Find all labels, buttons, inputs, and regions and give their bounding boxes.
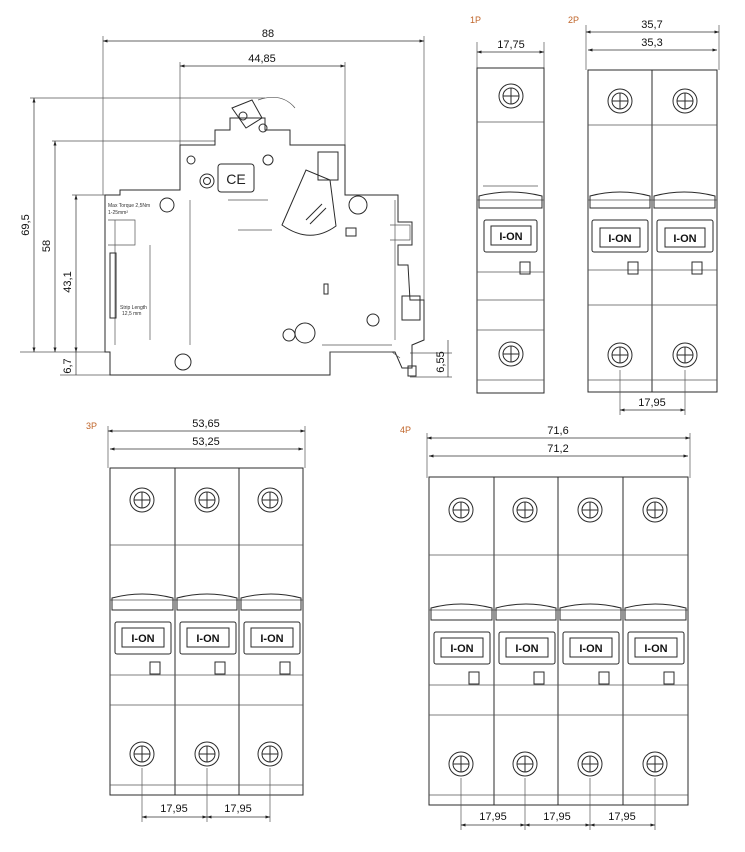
- view-label-4p: 4P: [400, 425, 411, 435]
- front-view-3p: 3P 53,65 53,25 I-ON I-ON I-ON: [86, 418, 306, 822]
- 3p-handle-text-2: I-ON: [196, 633, 219, 645]
- 4p-handle-text-2: I-ON: [515, 643, 538, 655]
- dim-4p-pitch-3: 17,95: [608, 811, 636, 823]
- terminal-hole: [294, 322, 316, 344]
- dim-4p-pitch-2: 17,95: [543, 811, 571, 823]
- 4p-handle-text-4: I-ON: [644, 643, 667, 655]
- section-note: 1-25mm²: [108, 210, 128, 216]
- torque-note: Max Torque 2,5Nm: [108, 203, 150, 209]
- 3p-handle-text-3: I-ON: [260, 633, 283, 645]
- strip-length-note: Strip Length: [120, 305, 147, 311]
- front-view-2p: 2P 35,7 35,3 I-ON I-ON 17,95: [568, 15, 720, 415]
- strip-length-value: 12,5 mm: [122, 311, 141, 317]
- top-latch: [231, 99, 263, 129]
- dim-4p-inner: 71,2: [547, 443, 568, 455]
- dim-695-text: 69,5: [20, 214, 32, 235]
- 4p-handle-text-3: I-ON: [579, 643, 602, 655]
- 3p-handle-text-1: I-ON: [131, 633, 154, 645]
- front-view-1p: 1P 17,75 I-ON: [470, 15, 545, 394]
- dim-58-text: 58: [41, 240, 53, 252]
- view-label-2p: 2P: [568, 15, 579, 25]
- dim-3p-pitch-2: 17,95: [224, 803, 252, 815]
- dim-3p-inner: 53,25: [192, 436, 220, 448]
- dim-2p-inner: 35,3: [641, 37, 662, 49]
- view-label-3p: 3P: [86, 421, 97, 431]
- 2p-handle-text-2: I-ON: [673, 233, 696, 245]
- dim-431-text: 43,1: [62, 271, 74, 292]
- side-slot: [109, 252, 117, 319]
- 4p-handle-text-1: I-ON: [450, 643, 473, 655]
- 1p-handle-window: [490, 225, 532, 246]
- rivet: [199, 173, 215, 189]
- ce-mark-box: [217, 163, 255, 193]
- dim-4p-outer: 71,6: [547, 425, 568, 437]
- dim-3p-outer: 53,65: [192, 418, 220, 430]
- terminal-screw-icon: [498, 341, 524, 367]
- side-view: 88 44,85 69,5 58 43,1 6,7 6,55 CE: [20, 28, 452, 378]
- dim-655-text: 6,55: [435, 351, 447, 372]
- dim-2p-pitch: 17,95: [638, 397, 666, 409]
- terminal-screw-icon: [498, 83, 524, 109]
- indicator-window: [317, 151, 339, 181]
- dim-3p-pitch-1: 17,95: [160, 803, 188, 815]
- 2p-handle-text-1: I-ON: [608, 233, 631, 245]
- dim-4485-text: 44,85: [248, 53, 276, 65]
- toggle-lever: [281, 169, 337, 236]
- view-label-1p: 1P: [470, 15, 481, 25]
- dim-2p-outer: 35,7: [641, 19, 662, 31]
- 1p-handle-text: I-ON: [499, 231, 522, 243]
- dim-1p-width: 17,75: [497, 39, 525, 51]
- dim-67-text: 6,7: [62, 358, 74, 373]
- dim-88-text: 88: [262, 28, 274, 40]
- dim-4p-pitch-1: 17,95: [479, 811, 507, 823]
- ce-mark: CE: [226, 171, 245, 187]
- front-view-4p: 4P 71,6 71,2 I-ON I-ON I-ON: [400, 425, 691, 830]
